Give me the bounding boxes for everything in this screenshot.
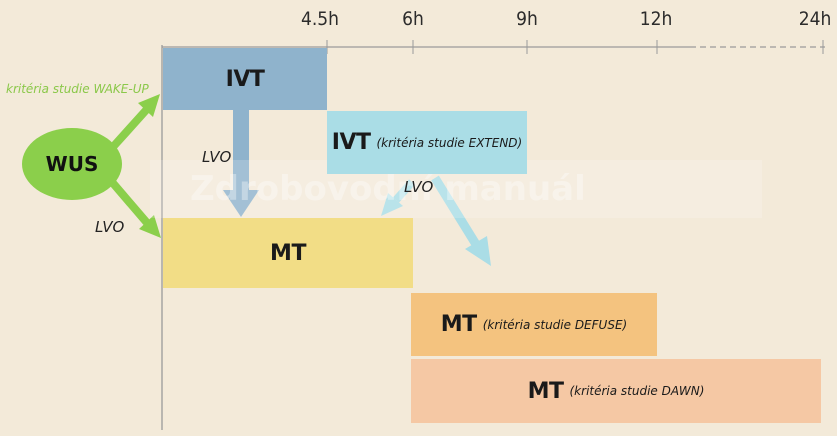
mt-defuse-box: MT (kritéria studie DEFUSE) xyxy=(411,293,657,356)
mt-dawn-note: (kritéria studie DAWN) xyxy=(569,384,705,398)
mt-dawn-label: MT xyxy=(527,378,564,404)
lvo-label-wus: LVO xyxy=(95,218,125,236)
wus-ellipse: WUS xyxy=(22,128,122,200)
mt-box: MT xyxy=(163,218,413,288)
tick-label-12h: 12h xyxy=(639,8,673,30)
wus-to-mt-arrow xyxy=(108,179,161,238)
lvo-label-ivt: LVO xyxy=(202,148,232,166)
lvo-label-extend: LVO xyxy=(404,178,434,196)
wus-to-ivt-arrow xyxy=(109,94,160,151)
ivt-extend-note: (kritéria studie EXTEND) xyxy=(376,135,523,150)
mt-label: MT xyxy=(270,240,306,266)
watermark: Zdrobovodní manuál xyxy=(150,160,762,218)
extend-to-mt-arrow xyxy=(381,179,415,216)
wus-label: WUS xyxy=(45,152,99,176)
mt-dawn-box: MT (kritéria studie DAWN) xyxy=(411,359,821,423)
tick-label-4-5h: 4.5h xyxy=(300,8,340,30)
mt-defuse-label: MT xyxy=(440,312,477,337)
ivt-to-mt-arrow xyxy=(223,110,259,217)
mt-defuse-note: (kritéria studie DEFUSE) xyxy=(482,317,628,332)
ivt-label: IVT xyxy=(225,66,265,92)
tick-label-6h: 6h xyxy=(402,8,424,30)
wakeup-criteria-label: kritéria studie WAKE-UP xyxy=(6,82,149,96)
ivt-extend-label: IVT xyxy=(331,130,371,155)
ivt-extend-box: IVT (kritéria studie EXTEND) xyxy=(327,111,527,174)
tick-label-9h: 9h xyxy=(516,8,538,30)
extend-to-defuse-arrow xyxy=(431,175,491,266)
tick-label-24h: 24h xyxy=(798,8,832,30)
ivt-box: IVT xyxy=(163,48,327,110)
